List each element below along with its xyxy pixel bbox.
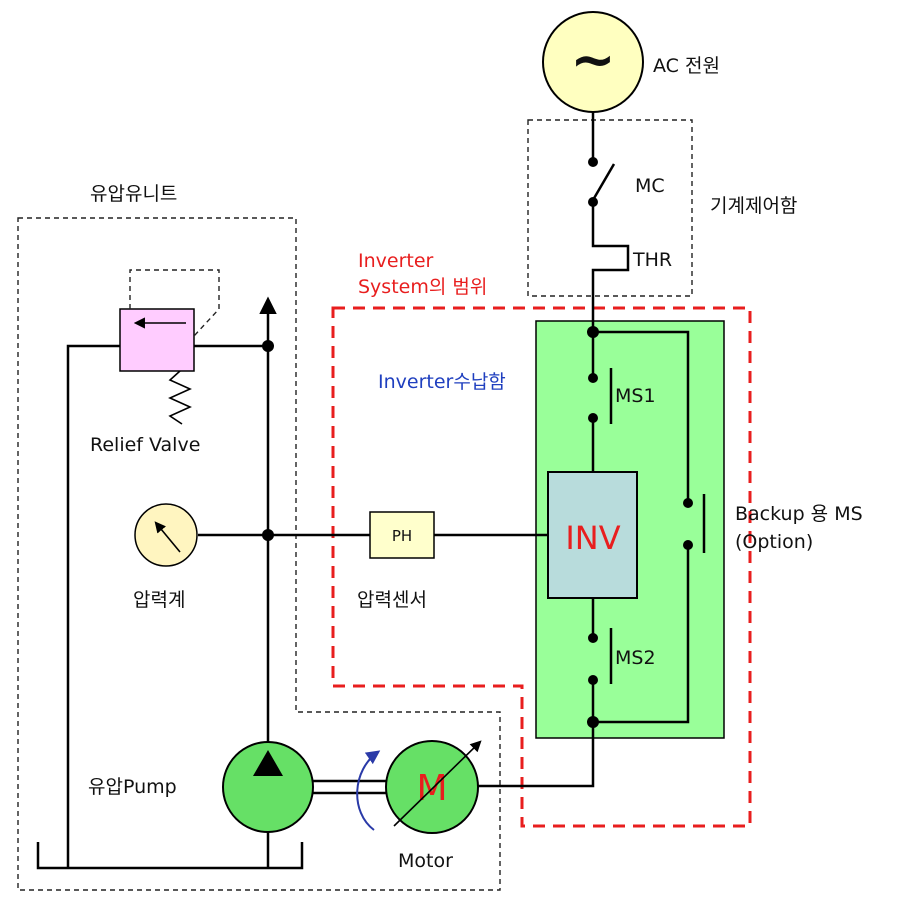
inverter-unit-label: INV — [565, 519, 620, 557]
hydraulic-pump-label: 유압Pump — [88, 776, 177, 798]
pressure-sensor-label: 압력센서 — [357, 589, 427, 611]
relief-return-line — [66, 344, 120, 868]
inverter-scope-boundary — [331, 306, 752, 828]
inverter-scope-label-line2: System의 범위 — [358, 276, 487, 298]
rotation-arrow — [356, 750, 381, 831]
inverter-unit — [547, 471, 638, 599]
mc-contact-top — [588, 157, 598, 167]
ms2-contact-top — [588, 633, 598, 643]
inverter-enclosure-label: Inverter수납함 — [378, 371, 506, 393]
relief-valve-label: Relief Valve — [90, 434, 200, 456]
backup-ms-contact-top — [683, 498, 693, 508]
gauge-line-junction — [262, 529, 274, 541]
ms2-label: MS2 — [615, 647, 656, 669]
relief-pilot-line — [129, 269, 220, 337]
motor — [385, 740, 479, 834]
backup-ms-contact-bottom — [683, 540, 693, 550]
machine-panel-boundary — [527, 119, 693, 297]
pump-direction-triangle — [253, 750, 283, 776]
mc-switch-blade — [591, 163, 616, 201]
pressure-sensor-ph — [369, 511, 435, 559]
hydraulic-unit-boundary — [17, 217, 501, 891]
backup-bus-top — [593, 330, 690, 503]
machine-panel-label: 기계제어함 — [710, 195, 797, 217]
relief-valve — [119, 308, 195, 372]
hydraulic-pump — [222, 741, 314, 833]
motor-label: Motor — [398, 850, 453, 872]
ms1-contact-top — [588, 373, 598, 383]
ac-symbol: ~ — [570, 28, 615, 91]
inverter-scope-label-line1: Inverter — [358, 250, 434, 272]
backup-ms-label-line1: Backup 용 MS — [735, 503, 863, 525]
hydraulic-unit-label: 유압유니트 — [90, 183, 177, 205]
oil-tank — [36, 842, 304, 870]
mc-label: MC — [635, 175, 665, 197]
ac-power-label: AC 전원 — [653, 55, 720, 77]
backup-bus-bottom — [593, 545, 690, 724]
relief-spring — [168, 370, 192, 425]
motor-feed-wire — [478, 722, 595, 788]
thr-label: THR — [632, 249, 672, 271]
ms1-label: MS1 — [615, 385, 656, 407]
thr-thermal-relay — [591, 202, 630, 330]
pressure-gauge-needle — [154, 521, 181, 553]
ph-label: PH — [392, 527, 412, 545]
backup-ms-label-line2: (Option) — [735, 531, 813, 553]
relief-line-junction — [262, 340, 274, 352]
pressure-gauge-label: 압력계 — [133, 589, 185, 611]
motor-variable-arrow — [393, 740, 482, 827]
